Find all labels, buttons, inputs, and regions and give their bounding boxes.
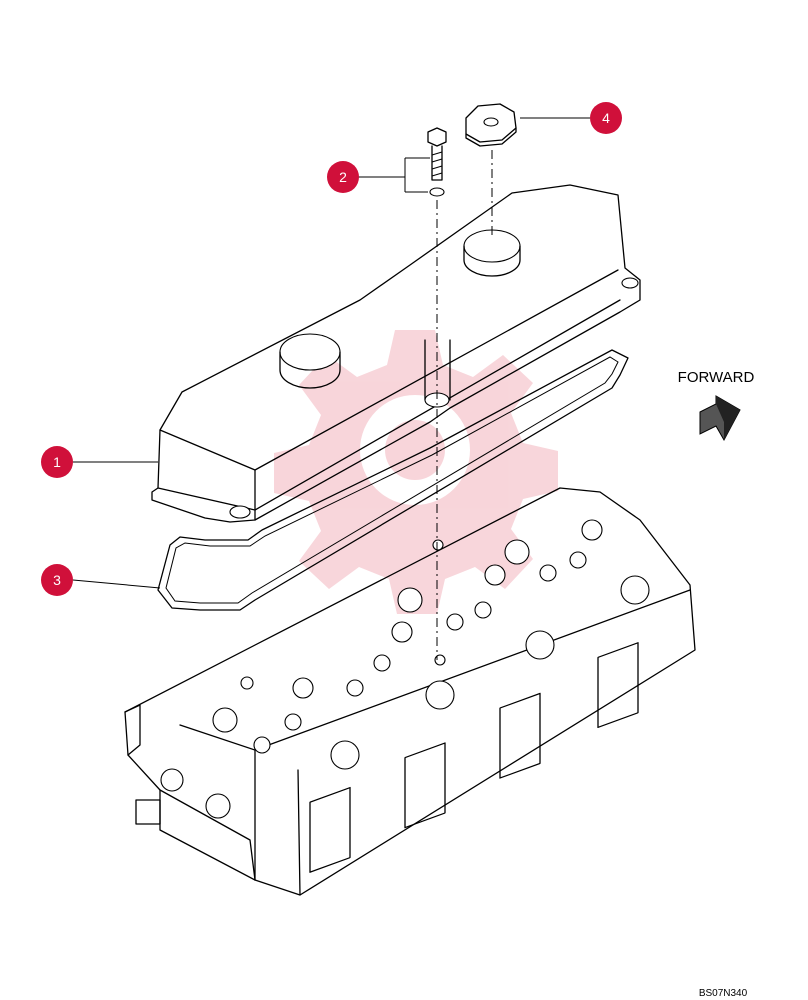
forward-arrow-icon	[699, 395, 741, 442]
cylinder-head	[124, 487, 696, 896]
leader-lines	[72, 117, 590, 589]
callout-4: 4	[590, 102, 622, 134]
gasket	[157, 349, 629, 611]
forward-label: FORWARD	[678, 369, 755, 386]
bolt	[427, 127, 447, 197]
drawing-code: BS07N340	[699, 988, 748, 999]
callout-3-label: 3	[53, 572, 61, 588]
callout-4-label: 4	[602, 110, 610, 126]
callout-2: 2	[327, 161, 359, 193]
watermark-logo	[274, 330, 558, 614]
callout-2-label: 2	[339, 169, 347, 185]
oil-filler-cap	[465, 103, 517, 147]
callout-1-label: 1	[53, 454, 61, 470]
callout-1: 1	[41, 446, 73, 478]
valve-cover	[151, 184, 641, 523]
callout-3: 3	[41, 564, 73, 596]
